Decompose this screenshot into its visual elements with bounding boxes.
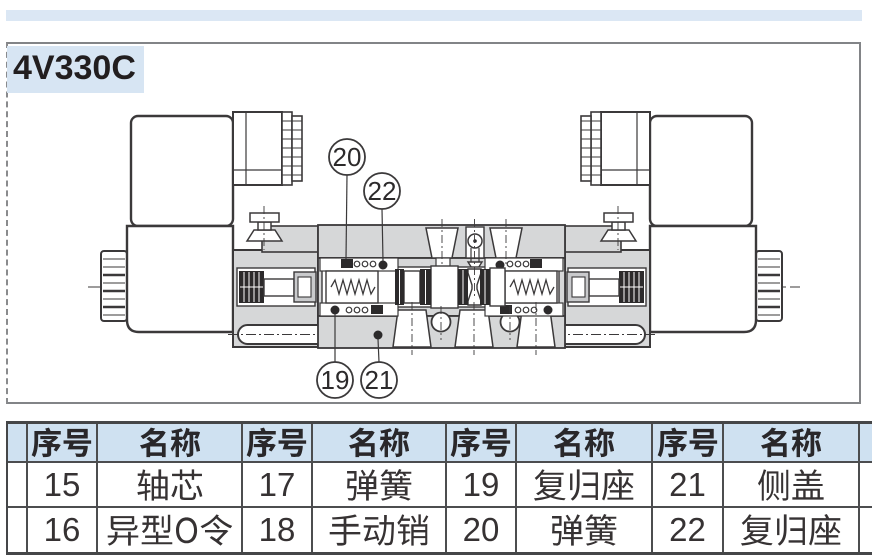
cjk-text-run	[246, 427, 308, 458]
callout-21-label: 21	[365, 365, 394, 395]
right-pilot-knob	[599, 212, 638, 242]
cjk-text-run	[348, 427, 410, 458]
cjk-text-run	[553, 427, 615, 458]
table-header-cell-cut-right	[860, 424, 872, 461]
cjk-text	[657, 427, 717, 458]
part-name-20: 弹簧	[517, 508, 651, 552]
part-name-22: 复归座	[724, 508, 858, 552]
model-title: 4V330C	[13, 49, 136, 87]
table-header-no-4: 序号	[653, 424, 722, 461]
table-cell-cut	[8, 463, 26, 506]
part-name-18: 手动销	[313, 508, 445, 552]
part-no-16: 16	[28, 508, 96, 552]
part-no-20: 20	[447, 508, 515, 552]
part-no-21: 21	[653, 463, 722, 506]
cjk-text	[246, 427, 307, 458]
cjk-text-run	[533, 468, 635, 502]
part-no-17: 17	[243, 463, 311, 506]
model-title-box: 4V330C	[7, 46, 144, 93]
diagram-frame	[6, 42, 861, 404]
cjk-text-run	[740, 513, 842, 547]
cjk-text	[348, 427, 410, 458]
cjk-text-run	[757, 468, 825, 502]
part-name-16: 异型O令	[98, 508, 241, 552]
part-name-19: 复归座	[517, 463, 651, 506]
cjk-text-run	[31, 427, 93, 458]
part-name-17: 弹簧	[313, 463, 445, 506]
valve-body	[245, 206, 638, 355]
table-cell-cut	[8, 508, 26, 552]
table-header-name-3: 名称	[517, 424, 651, 461]
part-name-21: 侧盖	[724, 463, 858, 506]
cjk-text	[31, 427, 92, 458]
table-cell-cut-right	[860, 463, 872, 506]
callout-22: 22	[363, 172, 401, 210]
callout-20: 20	[328, 138, 366, 176]
table-header-no-2: 序号	[243, 424, 311, 461]
cjk-text	[136, 468, 202, 501]
axis-lines	[263, 206, 619, 355]
table-header-no-3: 序号	[447, 424, 515, 461]
cjk-text-run	[136, 468, 204, 502]
table-header-no-1: 序号	[28, 424, 96, 461]
callout-19: 19	[316, 361, 354, 399]
table-header-name-4: 名称	[724, 424, 858, 461]
cjk-text	[758, 468, 824, 501]
part-no-15: 15	[28, 463, 96, 506]
parts-table: 序号 名称 序号 名称 序号 名称 序号 名称 15 轴芯 17 弹簧 19 复…	[6, 421, 872, 555]
cjk-text	[107, 514, 233, 546]
cjk-text	[329, 514, 429, 546]
cjk-text-run	[139, 427, 201, 458]
cjk-text	[552, 514, 617, 546]
spool	[395, 265, 506, 309]
cjk-text-run	[657, 427, 719, 458]
callout-22-label: 22	[368, 176, 397, 206]
cjk-text	[139, 427, 200, 458]
table-header-name-1: 名称	[98, 424, 241, 461]
cjk-text-run	[450, 427, 512, 458]
part-no-19: 19	[447, 463, 515, 506]
callout-20-label: 20	[333, 142, 362, 172]
part-no-22: 22	[653, 508, 722, 552]
cjk-text-run	[550, 513, 618, 547]
table-cell-cut-right	[860, 508, 872, 552]
cjk-text	[760, 427, 822, 458]
top-accent-strip	[6, 10, 862, 21]
cjk-text-run	[328, 513, 430, 547]
cjk-text	[450, 427, 511, 458]
callout-21: 21	[360, 361, 398, 399]
callouts: 20 22 19 21	[316, 138, 401, 399]
table-header-name-2: 名称	[313, 424, 445, 461]
cjk-text	[553, 427, 615, 458]
cjk-text	[741, 514, 841, 546]
cjk-text	[534, 468, 634, 501]
part-name-15: 轴芯	[98, 463, 241, 506]
part-no-18: 18	[243, 508, 311, 552]
cjk-text-run	[760, 427, 822, 458]
cjk-text	[347, 468, 412, 501]
cjk-text-run	[106, 513, 233, 547]
callout-19-label: 19	[321, 365, 350, 395]
left-pilot-knob	[245, 212, 284, 242]
cjk-text-run	[345, 468, 413, 502]
return-springs	[330, 259, 553, 315]
table-header-cell-cut	[8, 424, 26, 461]
